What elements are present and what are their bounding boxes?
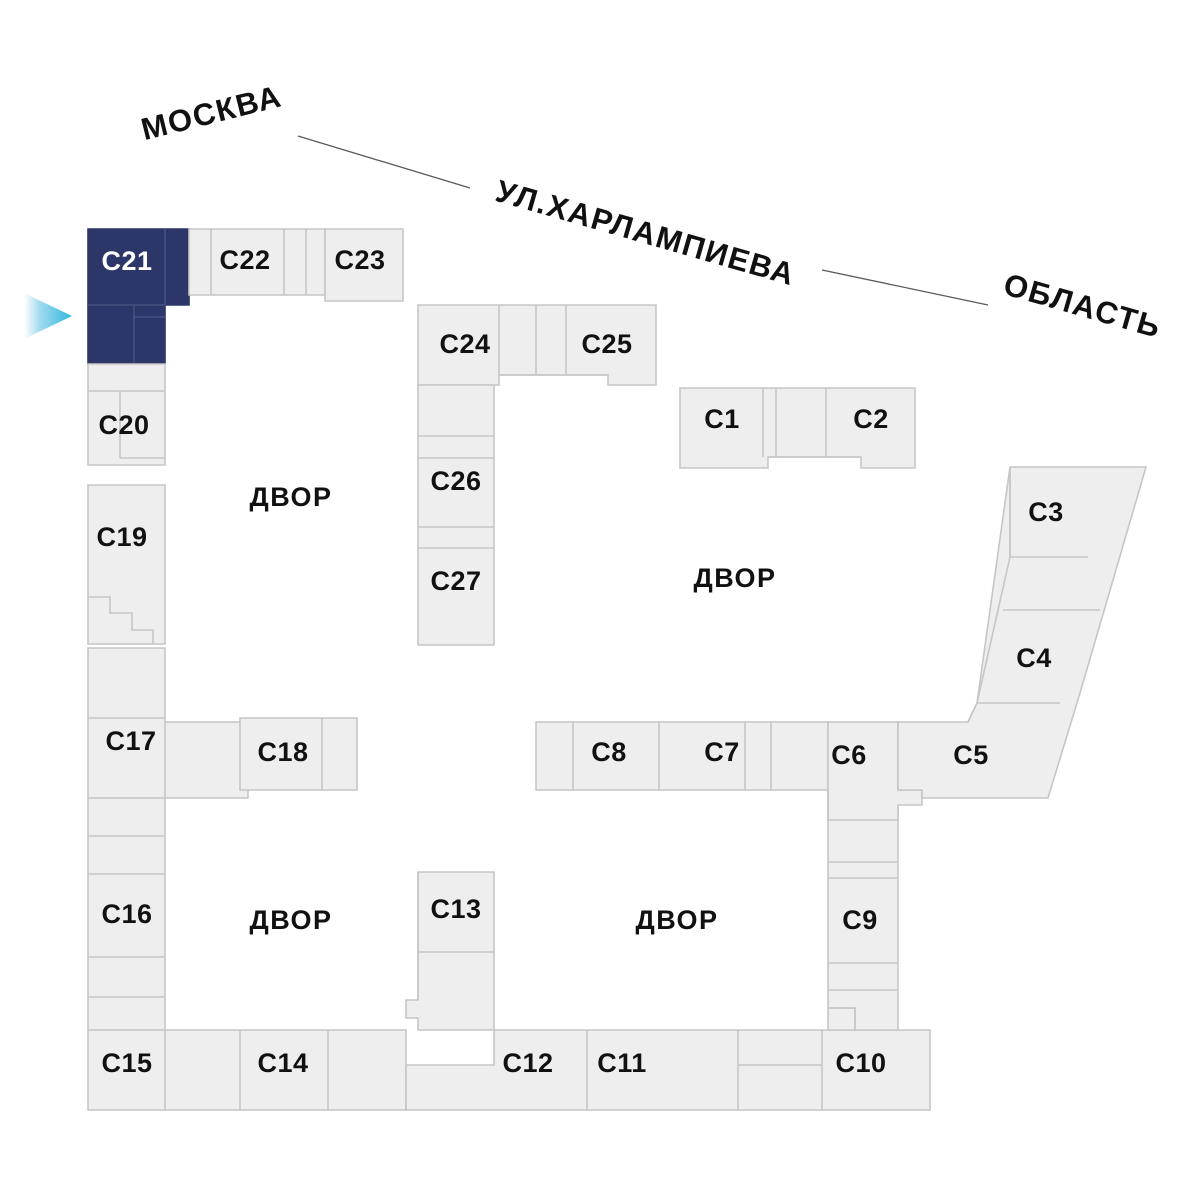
building-label-c13[interactable]: C13 [430, 894, 481, 924]
building-block-c9[interactable] [827, 797, 899, 1031]
building-label-c27[interactable]: C27 [430, 566, 481, 596]
yard-labels-layer: ДВОР ДВОР ДВОР ДВОР [249, 482, 776, 935]
building-label-c16[interactable]: C16 [101, 899, 152, 929]
building-block-c22-c23[interactable] [188, 228, 404, 302]
building-label-c18[interactable]: C18 [257, 737, 308, 767]
building-label-c21[interactable]: C21 [101, 246, 152, 276]
building-label-c24[interactable]: C24 [439, 329, 490, 359]
street-label-street-harlampieva: УЛ.ХАРЛАМПИЕВА [492, 173, 799, 292]
building-label-c7[interactable]: C7 [704, 737, 740, 767]
yard-label-yard-sw: ДВОР [249, 905, 332, 935]
building-block-c18[interactable] [239, 717, 358, 791]
building-label-c23[interactable]: C23 [334, 245, 385, 275]
building-label-c11[interactable]: C11 [597, 1048, 647, 1078]
building-block-c8-c5[interactable] [535, 721, 829, 791]
building-label-c4[interactable]: C4 [1016, 643, 1052, 673]
unit-divider-stair [88, 596, 154, 644]
street-label-street-oblast: ОБЛАСТЬ [1000, 267, 1166, 345]
building-block-c26-c27[interactable] [417, 384, 495, 646]
building-label-c19[interactable]: C19 [96, 522, 147, 552]
building-label-c5[interactable]: C5 [953, 740, 989, 770]
street-label-street-moskva: МОСКВА [138, 78, 286, 147]
yard-label-yard-nw: ДВОР [249, 482, 332, 512]
building-shape-c19[interactable] [87, 484, 166, 645]
building-shape-c23[interactable] [324, 228, 404, 302]
selection-arrow-icon[interactable] [24, 293, 72, 339]
building-label-c22[interactable]: C22 [219, 245, 270, 275]
building-shape-c12-c10[interactable] [405, 1029, 931, 1111]
building-shape-c3c4c5[interactable] [897, 466, 1148, 799]
building-label-c15[interactable]: C15 [101, 1048, 152, 1078]
building-label-c26[interactable]: C26 [430, 466, 481, 496]
building-label-c12[interactable]: C12 [502, 1048, 553, 1078]
building-shape-c17[interactable] [87, 647, 249, 799]
building-label-c1[interactable]: C1 [704, 404, 740, 434]
building-block-c20[interactable] [87, 363, 166, 466]
building-block-c12-c10[interactable] [405, 1029, 931, 1111]
building-shape-c18[interactable] [239, 717, 358, 791]
street-leader-line-moskva [297, 135, 471, 189]
yard-label-yard-ne: ДВОР [693, 563, 776, 593]
building-label-c6[interactable]: C6 [831, 740, 867, 770]
building-label-c10[interactable]: C10 [835, 1048, 886, 1078]
building-label-c2[interactable]: C2 [853, 404, 889, 434]
selection-arrow[interactable] [24, 293, 72, 339]
building-label-c25[interactable]: C25 [581, 329, 632, 359]
building-label-c3[interactable]: C3 [1028, 497, 1064, 527]
yard-label-yard-se: ДВОР [635, 905, 718, 935]
building-block-c3-c5[interactable] [897, 466, 1148, 799]
building-block-c19[interactable] [87, 484, 166, 645]
street-annotations [297, 135, 989, 306]
building-shape-c13[interactable] [405, 871, 495, 1031]
building-block-c13[interactable] [405, 871, 495, 1031]
building-label-c17[interactable]: C17 [105, 726, 156, 756]
building-label-c8[interactable]: C8 [591, 737, 627, 767]
building-shape-c20[interactable] [87, 363, 166, 466]
building-shape-c26c27[interactable] [417, 384, 495, 646]
building-label-c14[interactable]: C14 [257, 1048, 308, 1078]
building-shape-c8-c6[interactable] [535, 721, 829, 791]
building-block-c17[interactable] [87, 647, 249, 799]
building-label-c20[interactable]: C20 [98, 410, 149, 440]
building-block-c1-c2[interactable] [679, 387, 916, 469]
street-leader-line-oblast [821, 269, 989, 306]
building-label-c9[interactable]: C9 [842, 905, 878, 935]
